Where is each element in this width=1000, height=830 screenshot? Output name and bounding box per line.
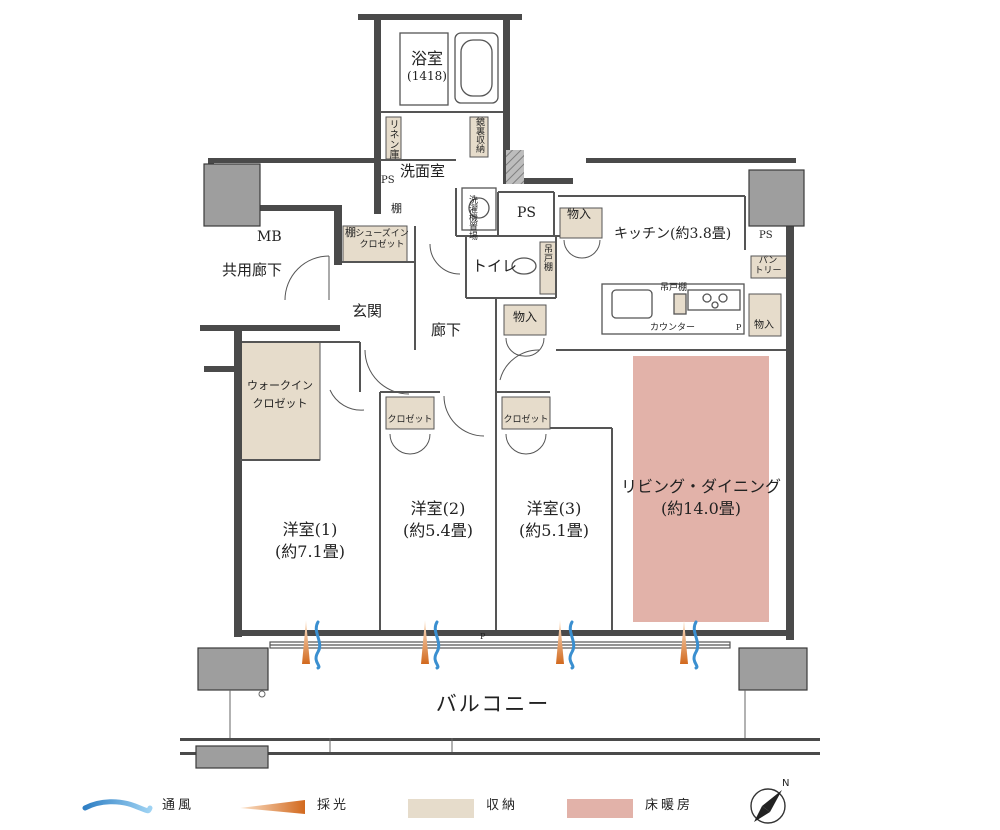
daylight-swatch-icon [240, 800, 305, 814]
windows [269, 641, 731, 649]
washer-label: 洗濯機置場 [467, 195, 477, 240]
counter-label: カウンター [650, 323, 696, 333]
compass-label: N [782, 778, 790, 789]
fixtures [461, 187, 537, 275]
storage-swatch-icon [408, 799, 474, 818]
legend-floor-heating-label: 床暖房 [645, 797, 694, 813]
western-room-2-size: (約5.4畳) [403, 521, 473, 540]
hanging-shelf-label: 吊戸棚 [542, 244, 552, 271]
daylight-markers [302, 620, 688, 664]
compass-icon [750, 788, 786, 824]
linen-label: リネン庫 [387, 119, 398, 159]
shelf-label-1: 棚 [391, 202, 402, 215]
ps-label-3: PS [759, 230, 773, 241]
storage-label-1: 物入 [567, 207, 592, 221]
legend-floor-heating: 床暖房 [633, 790, 693, 816]
legend-daylight-label: 採光 [317, 797, 350, 813]
pantry-label-1: パン [758, 256, 778, 266]
storage-label-2: 物入 [513, 310, 538, 324]
walls [180, 14, 820, 755]
ps-label-1: PS [381, 175, 395, 186]
floor-heating-area [633, 356, 769, 622]
balcony-label: バルコニー [435, 692, 551, 716]
ventilation-markers [314, 620, 700, 670]
shared-corridor-label: 共用廊下 [222, 261, 283, 279]
legend-ventilation-label: 通風 [162, 797, 195, 813]
partitions [240, 111, 786, 630]
ventilation-swatch-icon [82, 799, 153, 814]
kitchen-label: キッチン(約3.8畳) [614, 226, 732, 242]
hallway-label: 廊下 [431, 321, 462, 339]
bathtub [399, 32, 499, 106]
doors [284, 239, 601, 455]
western-room-3-name: 洋室(3) [526, 499, 582, 518]
ps-label-2: PS [517, 205, 537, 221]
columns [195, 163, 808, 769]
entrance-label: 玄関 [352, 302, 383, 320]
p-mark-label: P [736, 323, 742, 332]
western-room-3-size: (約5.1畳) [519, 521, 589, 540]
walk-in-closet-label-2: クロゼット [252, 397, 308, 410]
storage-label-3: 物入 [754, 320, 774, 331]
floor-heating-swatch-icon [567, 799, 633, 818]
bath-size-label: (1418) [407, 69, 447, 83]
living-dining-size: (約14.0畳) [660, 499, 742, 518]
storage-areas [239, 116, 788, 461]
walk-in-closet-label-1: ウォークイン [247, 379, 313, 392]
mb-label: MB [257, 229, 282, 245]
toilet-label: トイレ [472, 257, 518, 275]
western-room-2-name: 洋室(2) [410, 499, 466, 518]
legend-storage: 収納 [474, 790, 518, 816]
pantry-label-2: トリー [754, 266, 782, 276]
shelf-label-2: 棚 [345, 226, 356, 239]
kitchen-counter [601, 283, 745, 335]
closet-label-3: クロゼット [503, 415, 549, 425]
balcony-rail [229, 690, 746, 752]
western-room-1-size: (約7.1畳) [275, 542, 345, 561]
washroom-label: 洗面室 [400, 162, 446, 180]
legend-daylight: 採光 [305, 790, 349, 816]
hanging-cabinet-label: 吊戸棚 [660, 283, 688, 293]
living-dining-name: リビング・ダイニング [620, 477, 782, 496]
western-room-1-name: 洋室(1) [282, 520, 338, 539]
closet-label-2: クロゼット [387, 415, 433, 425]
mirror-storage-label: 鏡裏収納 [474, 117, 484, 153]
shoes-in-closet-label-2: クロゼット [359, 240, 405, 250]
legend-ventilation: 通風 [150, 790, 194, 816]
legend-swatches [82, 799, 633, 818]
legend-storage-label: 収納 [486, 797, 519, 813]
p-mark-balcony: P [480, 632, 486, 641]
shoes-in-closet-label-1: シューズイン [355, 229, 409, 239]
bath-label: 浴室 [410, 49, 444, 68]
